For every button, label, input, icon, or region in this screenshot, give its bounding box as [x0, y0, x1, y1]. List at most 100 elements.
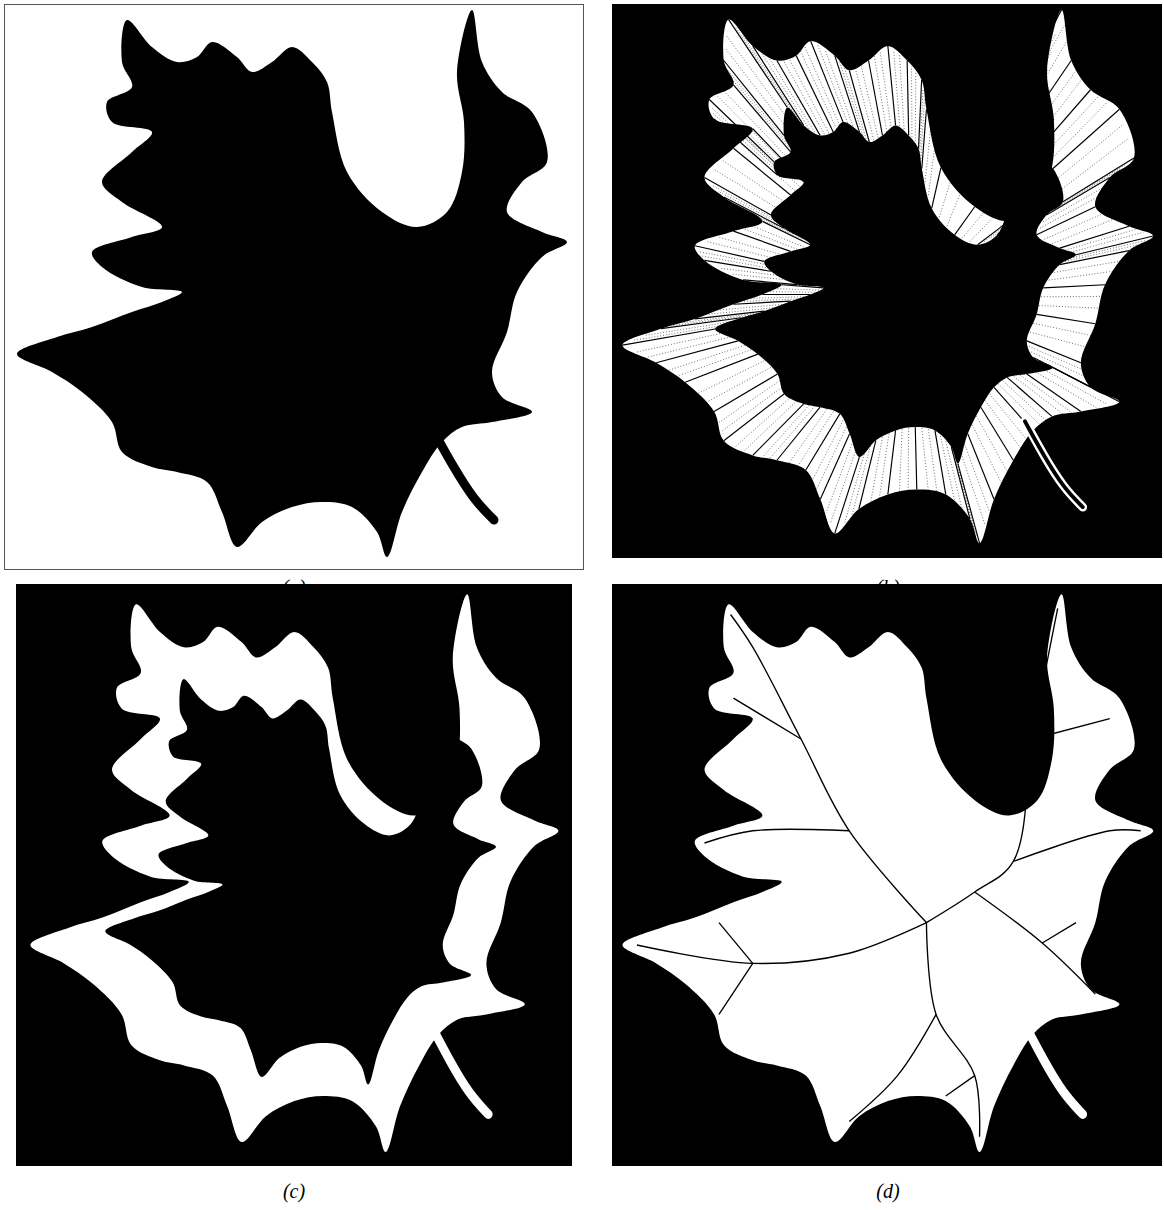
leaf-band: [622, 10, 1153, 543]
hatch-line: [977, 416, 1008, 472]
hatch-line: [727, 36, 787, 117]
hatch-line: [1040, 96, 1099, 160]
panel-label: (b): [848, 574, 928, 600]
stem-core: [1025, 421, 1083, 507]
hatch-line: [928, 144, 935, 195]
skeleton-line: [719, 923, 753, 964]
hatch-line: [1010, 34, 1055, 115]
hatch-line: [774, 289, 819, 290]
hatch-line: [806, 414, 840, 470]
hatch-line: [721, 387, 782, 432]
skeleton-line: [733, 698, 801, 739]
hatch-line: [656, 341, 738, 363]
hatch-line: [919, 80, 922, 149]
hatch-line: [835, 457, 860, 533]
label-slot: (a): [254, 574, 334, 600]
skeleton-line: [926, 923, 979, 1137]
panel-a: [5, 5, 584, 570]
skeleton-line: [637, 923, 927, 964]
hatch-line: [1033, 323, 1091, 335]
skeleton-line: [975, 892, 1096, 994]
hatch-line: [922, 428, 929, 491]
hatch-line: [805, 47, 840, 126]
hatch-line: [636, 333, 723, 352]
hatch-line: [1014, 376, 1064, 414]
hatch-line: [731, 78, 789, 147]
hatch-line: [728, 70, 787, 141]
hatch-line: [768, 291, 814, 293]
hatch-line: [1046, 101, 1107, 164]
hatch-line: [879, 434, 889, 499]
label-slot: (c): [254, 1178, 334, 1204]
hatch-line: [1016, 25, 1065, 112]
hatch-line: [1018, 40, 1067, 124]
hatch-line: [1065, 229, 1136, 250]
hatch-line: [770, 406, 815, 459]
skeleton-line: [1033, 719, 1110, 739]
hatch-line: [788, 409, 826, 464]
hatch-line: [911, 66, 912, 139]
hatch-line: [869, 61, 883, 136]
hatch-line: [811, 41, 843, 122]
hatch-line: [699, 252, 767, 265]
hatch-line: [724, 61, 784, 136]
hatch-line: [958, 464, 980, 544]
hatch-line: [705, 260, 771, 271]
hatch-line: [695, 246, 764, 262]
hatch-line: [968, 434, 994, 500]
hatch-line: [990, 394, 1027, 440]
hatch-line: [1030, 332, 1087, 347]
hatch-line: [724, 91, 785, 156]
hatch-line: [1025, 69, 1077, 142]
hatch-line: [844, 451, 865, 523]
leaf-band: [30, 594, 558, 1152]
hatch-line: [735, 397, 790, 446]
hatch-line: [1029, 78, 1083, 149]
hatch-line: [1036, 372, 1097, 408]
hatch-line: [1049, 271, 1115, 280]
hatch-line: [928, 429, 937, 493]
hatch-line: [736, 27, 793, 113]
skeleton-line: [946, 1076, 975, 1096]
panel-ground: [612, 584, 1162, 1166]
hatch-line: [920, 89, 923, 155]
hatch-line: [888, 430, 896, 494]
hatch-line: [985, 401, 1021, 449]
panel-d: [612, 584, 1162, 1166]
hatch-line: [646, 337, 730, 358]
hatch-line: [714, 119, 777, 175]
hatch-line: [1056, 124, 1123, 180]
hatch-line: [1033, 90, 1090, 156]
hatch-line: [939, 179, 951, 217]
skeleton-line: [926, 608, 1057, 922]
inner-shape: [105, 672, 496, 1085]
hatch-line: [733, 85, 790, 152]
hatch-line: [1020, 375, 1072, 413]
hatch-line: [825, 50, 854, 129]
hatch-line: [712, 185, 775, 219]
skeleton-line: [1013, 830, 1140, 861]
hatch-line: [1044, 213, 1105, 240]
hatch-line: [899, 429, 902, 492]
hatch-line: [955, 207, 975, 235]
hatch-line: [874, 56, 886, 132]
skeleton-line: [1042, 923, 1076, 943]
hatch-line: [820, 434, 849, 500]
hatch-line: [915, 72, 917, 144]
hatch-line: [762, 405, 809, 457]
leaf-silhouette: [622, 594, 1153, 1152]
leaf-silhouette: [17, 10, 567, 557]
hatch-line: [935, 430, 946, 494]
hatch-line: [744, 401, 797, 451]
hatch-line: [816, 427, 846, 490]
hatch-line: [1054, 261, 1122, 273]
skeleton-line: [849, 1014, 936, 1121]
hatch-line: [713, 169, 777, 209]
hatch-line: [1071, 232, 1144, 252]
hatch-line: [742, 299, 797, 301]
hatch-line: [922, 109, 927, 168]
hatch-lines: [622, 10, 1153, 543]
hatch-line: [1003, 381, 1046, 421]
